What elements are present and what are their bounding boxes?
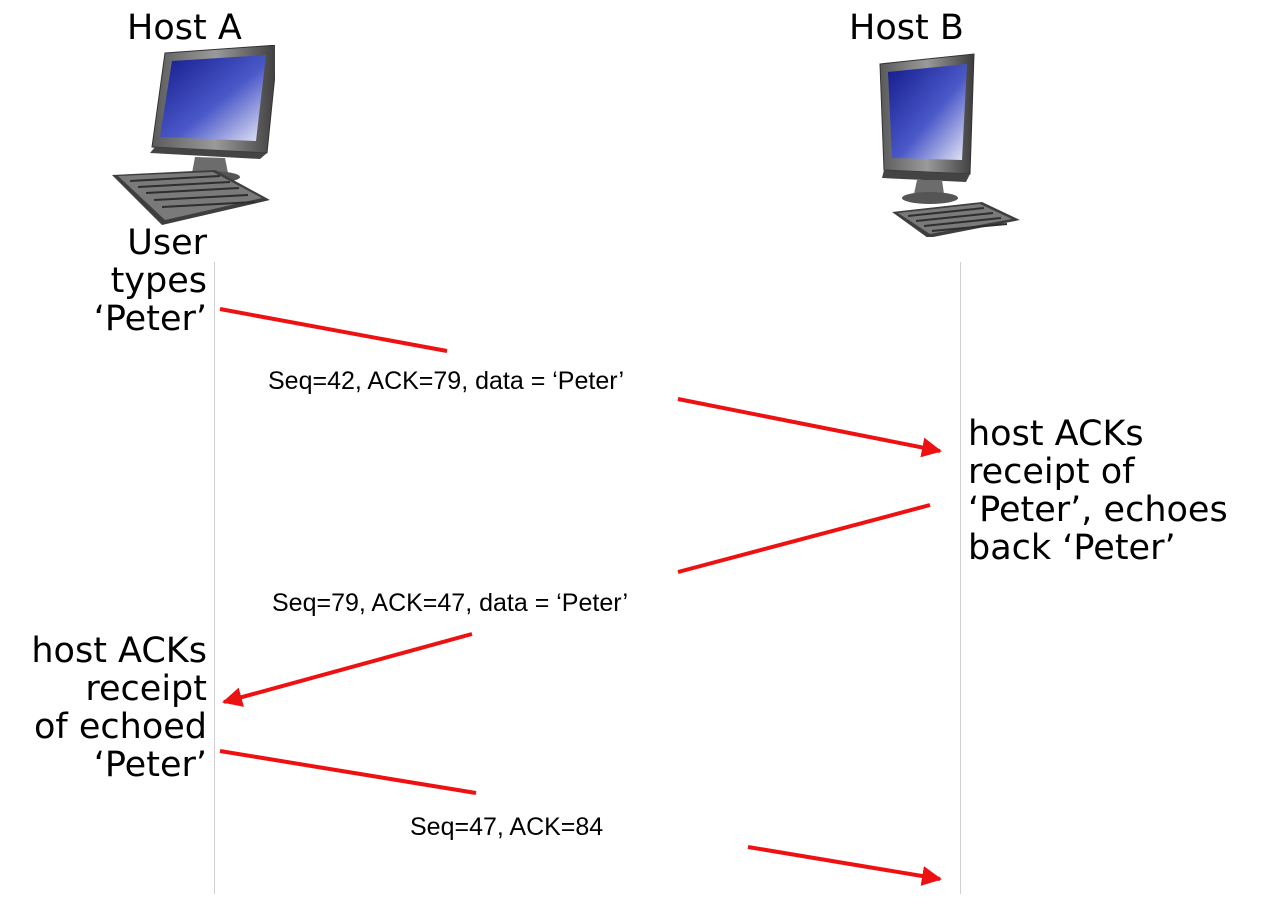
message-1-arrow-head-segment xyxy=(677,397,942,458)
host-a-label: Host A xyxy=(127,8,242,48)
host-b-label: Host B xyxy=(849,8,964,48)
message-1-arrow-segment xyxy=(219,307,448,353)
host-a-computer-icon xyxy=(112,45,275,225)
host-a-timeline xyxy=(214,262,215,894)
host-ack-note: host ACKs receipt of ‘Peter’, echoes bac… xyxy=(968,415,1228,567)
note-line: receipt of xyxy=(968,452,1135,492)
note-line: host ACKs xyxy=(31,631,207,671)
note-line: ‘Peter’, echoes xyxy=(968,490,1228,530)
message-label-1: Seq=42, ACK=79, data = ‘Peter’ xyxy=(268,367,625,395)
note-line: ‘Peter’ xyxy=(93,299,207,339)
message-3-arrow-head-segment xyxy=(747,845,942,886)
message-3-arrow-segment xyxy=(219,749,477,795)
message-label-2: Seq=79, ACK=47, data = ‘Peter’ xyxy=(272,589,629,617)
note-line: User xyxy=(127,223,207,263)
message-label-3: Seq=47, ACK=84 xyxy=(410,813,604,841)
note-line: back ‘Peter’ xyxy=(968,528,1176,568)
message-2-arrow-segment xyxy=(677,503,931,574)
host-b-computer-icon xyxy=(879,53,1020,237)
user-types-note: User types ‘Peter’ xyxy=(94,224,207,338)
message-2-arrow-head-segment xyxy=(222,632,473,707)
note-line: types xyxy=(110,261,207,301)
host-b-timeline xyxy=(960,262,961,894)
note-line: receipt xyxy=(85,669,207,709)
note-line: ‘Peter’ xyxy=(93,745,207,785)
host-ack-echo-note: host ACKs receipt of echoed ‘Peter’ xyxy=(31,632,207,784)
note-line: host ACKs xyxy=(968,414,1144,454)
note-line: of echoed xyxy=(34,707,207,747)
